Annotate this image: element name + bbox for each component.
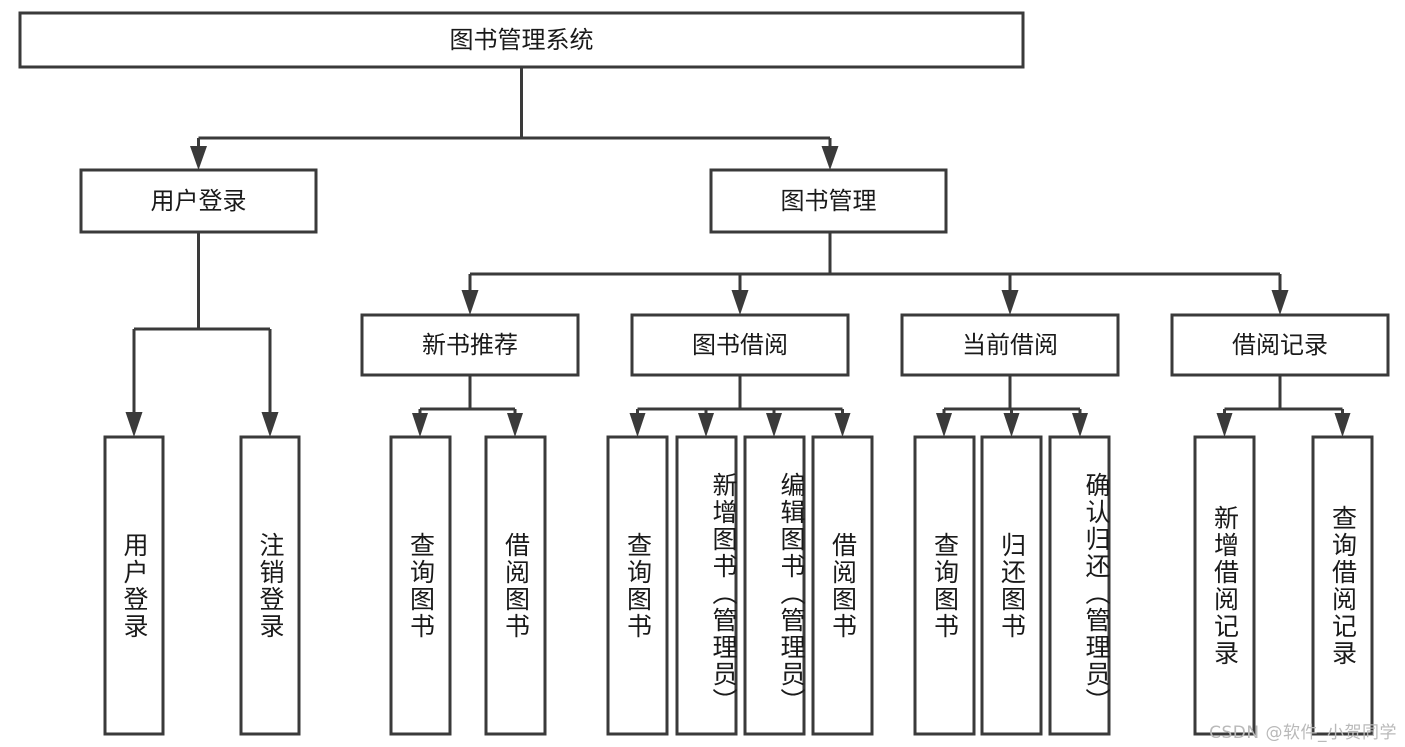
node-current-borrow[interactable]: 当前借阅 bbox=[900, 313, 1120, 377]
arrow-head-icon bbox=[261, 412, 279, 437]
arrow-head-icon bbox=[125, 412, 143, 437]
arrow-head-icon bbox=[834, 413, 851, 437]
node-root[interactable]: 图书管理系统 bbox=[18, 11, 1025, 69]
connector-userlogin-to-leaves bbox=[125, 232, 279, 437]
node-book-management[interactable]: 图书管理 bbox=[709, 168, 948, 234]
arrow-head-icon bbox=[507, 413, 523, 437]
arrow-head-icon bbox=[1216, 413, 1233, 437]
leaf-box-new-book-1[interactable] bbox=[389, 435, 452, 736]
leaf-box-user-login-1[interactable] bbox=[103, 435, 165, 736]
arrow-head-icon bbox=[731, 290, 749, 315]
csdn-watermark: CSDN @软件_小贺同学 bbox=[1209, 723, 1397, 743]
leaf-box-book-borrow-2[interactable] bbox=[675, 435, 738, 736]
arrow-head-icon bbox=[461, 290, 479, 315]
leaf-box-book-borrow-1[interactable] bbox=[606, 435, 669, 736]
arrow-head-icon bbox=[936, 413, 952, 437]
connector-root-to-level1 bbox=[190, 67, 839, 170]
node-new-book-recommend-box[interactable] bbox=[360, 313, 580, 377]
node-borrow-record[interactable]: 借阅记录 bbox=[1170, 313, 1390, 377]
leaf-box-new-book-2[interactable] bbox=[484, 435, 547, 736]
leaf-box-user-login-2[interactable] bbox=[239, 435, 301, 736]
arrow-head-icon bbox=[629, 413, 646, 437]
arrow-head-icon bbox=[1334, 413, 1351, 437]
leaf-box-book-borrow-3[interactable] bbox=[743, 435, 806, 736]
connector-currentborrow-to-leaves bbox=[936, 375, 1088, 437]
arrow-head-icon bbox=[1003, 413, 1020, 437]
arrow-head-icon bbox=[1001, 290, 1019, 315]
connector-bookmgmt-to-level2 bbox=[461, 232, 1289, 315]
node-new-book-recommend[interactable]: 新书推荐 bbox=[360, 313, 580, 377]
arrow-head-icon bbox=[190, 146, 207, 170]
leaf-box-current-borrow-1[interactable] bbox=[913, 435, 976, 736]
node-user-login-box[interactable] bbox=[79, 168, 318, 234]
connector-bookborrow-to-leaves bbox=[629, 375, 851, 437]
node-root-box[interactable] bbox=[18, 11, 1025, 69]
leaf-box-current-borrow-2[interactable] bbox=[980, 435, 1043, 736]
node-borrow-record-label: 借阅记录 bbox=[1232, 331, 1328, 359]
node-root-label: 图书管理系统 bbox=[450, 26, 594, 54]
node-borrow-record-box[interactable] bbox=[1170, 313, 1390, 377]
leaf-box-borrow-record-1[interactable] bbox=[1193, 435, 1256, 736]
arrow-head-icon bbox=[1072, 413, 1088, 437]
node-current-borrow-box[interactable] bbox=[900, 313, 1120, 377]
leaf-box-book-borrow-4[interactable] bbox=[811, 435, 874, 736]
arrow-head-icon bbox=[698, 413, 714, 437]
connector-newbook-to-leaves bbox=[412, 375, 523, 437]
node-book-borrow[interactable]: 图书借阅 bbox=[630, 313, 850, 377]
leaf-box-current-borrow-3[interactable] bbox=[1048, 435, 1111, 736]
node-book-management-label: 图书管理 bbox=[781, 187, 877, 215]
connector-borrowrecord-to-leaves bbox=[1216, 375, 1351, 437]
node-user-login-label: 用户登录 bbox=[151, 187, 247, 215]
arrow-head-icon bbox=[766, 413, 782, 437]
arrow-head-icon bbox=[1271, 290, 1289, 315]
node-book-borrow-box[interactable] bbox=[630, 313, 850, 377]
node-user-login[interactable]: 用户登录 bbox=[79, 168, 318, 234]
node-current-borrow-label: 当前借阅 bbox=[962, 331, 1058, 359]
arrow-head-icon bbox=[412, 413, 428, 437]
node-book-management-box[interactable] bbox=[709, 168, 948, 234]
node-book-borrow-label: 图书借阅 bbox=[692, 331, 788, 359]
arrow-head-icon bbox=[821, 146, 839, 170]
leaf-box-borrow-record-2[interactable] bbox=[1311, 435, 1374, 736]
node-new-book-recommend-label: 新书推荐 bbox=[422, 331, 518, 359]
